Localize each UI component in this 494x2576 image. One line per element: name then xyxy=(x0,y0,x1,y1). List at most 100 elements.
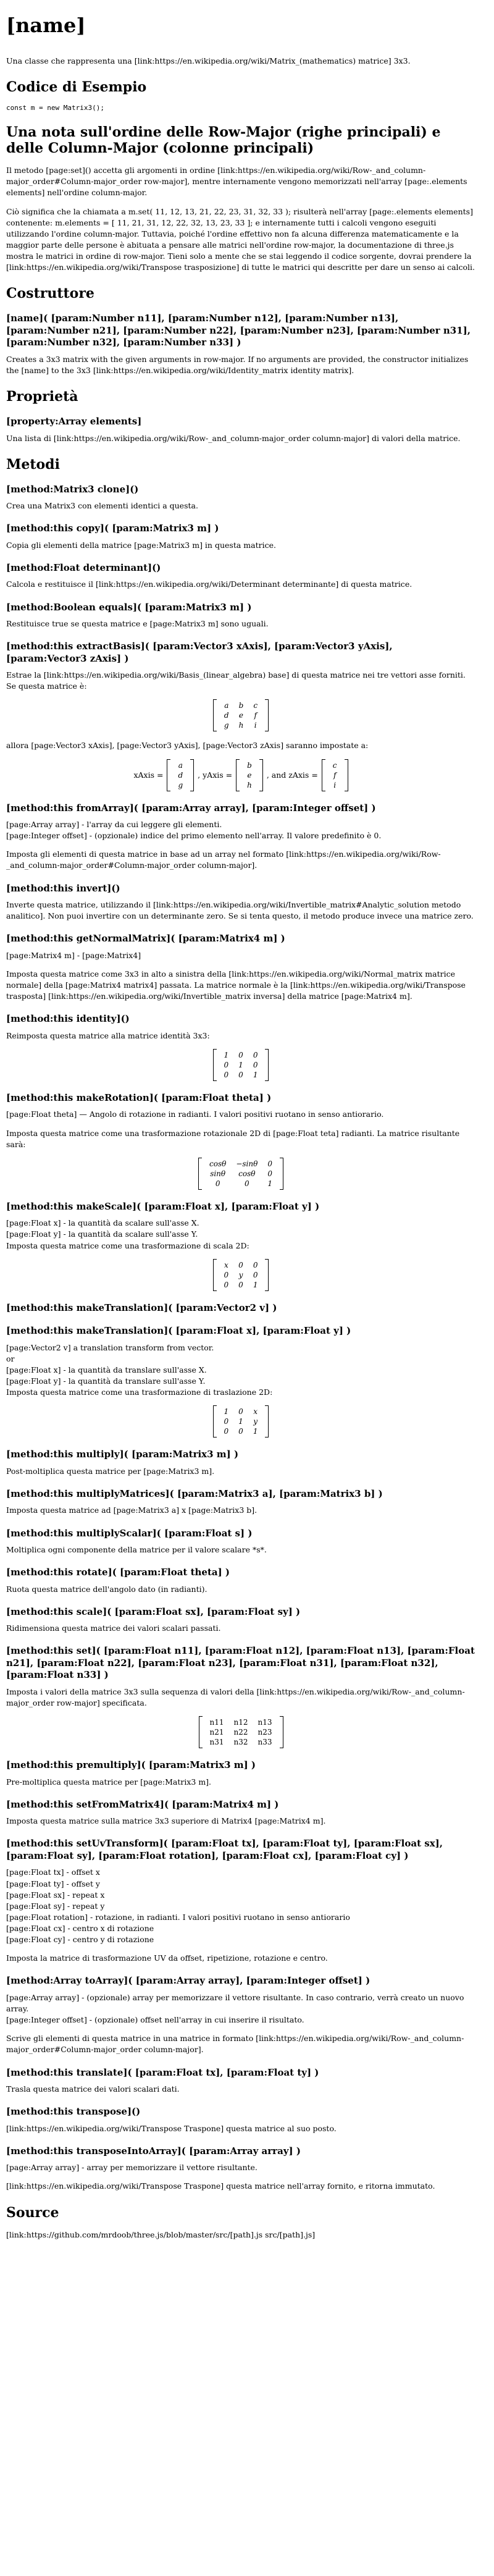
param-y: [page:Float y] - la quantità da scalare … xyxy=(6,1229,198,1239)
vector-cell: d xyxy=(178,770,183,780)
method-setuvtransform-signature: [method:this setUvTransform]( [param:Flo… xyxy=(6,1838,443,1861)
maketranslation-description: Imposta questa matrice come una trasform… xyxy=(6,1387,273,1397)
matrix-cell: n12 xyxy=(233,1718,248,1727)
param-line: [page:Float sx] - repeat x xyxy=(6,1890,105,1900)
method-rotate-signature: [method:this rotate]( [param:Float theta… xyxy=(6,1567,230,1578)
matrix-cell: cosθ xyxy=(209,1159,227,1168)
method-maketranslation-signature-1: [method:this makeTranslation]( [param:Ve… xyxy=(6,1302,277,1313)
matrix-cell: 0 xyxy=(215,1179,220,1188)
matrix-cell: 0 xyxy=(238,1050,243,1059)
intro-text: Una classe che rappresenta una [link:htt… xyxy=(6,56,411,65)
method-fromarray-params: [page:Array array] - l'array da cui legg… xyxy=(6,819,475,841)
matrix-cell: 0 xyxy=(224,1060,229,1069)
method-transposeintoarray-param: [page:Array array] - array per memorizza… xyxy=(6,2163,257,2173)
param-offset: [page:Integer offset] - (opzionale) offs… xyxy=(6,2015,304,2025)
property-elements-signature: [property:Array elements] xyxy=(6,416,142,427)
note-paragraph-1: Il metodo [page:set]() accetta gli argom… xyxy=(6,166,467,198)
param-array: [page:Array array] - (opzionale) array p… xyxy=(6,1992,464,2013)
param-line: [page:Float cy] - centro y di rotazione xyxy=(6,1935,154,1945)
method-determinant-signature: [method:Float determinant]() xyxy=(6,562,161,573)
matrix-cell: 0 xyxy=(224,1070,229,1079)
param-line: [page:Float tx] - offset x xyxy=(6,1867,100,1877)
matrix-cell: 1 xyxy=(238,1417,243,1426)
constructor-heading: Costruttore xyxy=(6,285,94,302)
makescale-description: Imposta questa matrice come una trasform… xyxy=(6,1240,249,1250)
note-heading: Una nota sull'ordine delle Row-Major (ri… xyxy=(6,124,441,157)
matrix-cell: 0 xyxy=(238,1407,243,1416)
matrix-cell: 0 xyxy=(245,1179,249,1188)
matrix-cell: n32 xyxy=(233,1738,248,1747)
matrix-cell: 0 xyxy=(267,1169,272,1178)
or-text: or xyxy=(6,1353,15,1363)
method-toarray-signature: [method:Array toArray]( [param:Array arr… xyxy=(6,1975,371,1987)
method-equals-description: Restituisce true se questa matrice e [pa… xyxy=(6,619,269,628)
code-example-heading: Codice di Esempio xyxy=(6,79,147,96)
param-line: [page:Float rotation] - rotazione, in ra… xyxy=(6,1912,350,1922)
method-extractbasis-description: Estrae la [link:https://en.wikipedia.org… xyxy=(6,670,466,691)
param-y: [page:Float y] - la quantità da translar… xyxy=(6,1376,206,1386)
matrix-cell: n21 xyxy=(209,1728,224,1737)
method-determinant-description: Calcola e restituisce il [link:https://e… xyxy=(6,579,412,589)
matrix-cell: a xyxy=(224,701,229,710)
matrix-cell: 0 xyxy=(253,1060,258,1069)
vector-cell: c xyxy=(332,760,337,770)
matrix-cell: 1 xyxy=(253,1427,258,1436)
param-offset: [page:Integer offset] - (opzionale) indi… xyxy=(6,831,382,841)
method-fromarray-description: Imposta gli elementi di questa matrice i… xyxy=(6,849,441,870)
method-clone-description: Crea una Matrix3 con elementi identici a… xyxy=(6,501,198,511)
matrix-cell: e xyxy=(238,711,244,720)
matrix-cell: sinθ xyxy=(210,1169,226,1178)
method-transposeintoarray-signature: [method:this transposeIntoArray]( [param… xyxy=(6,2145,301,2157)
method-identity-description: Reimposta questa matrice alla matrice id… xyxy=(6,1030,210,1040)
matrix-cell: y xyxy=(253,1417,258,1426)
method-scale-description: Ridimensiona questa matrice dei valori s… xyxy=(6,1623,221,1633)
zaxis-label: , and zAxis = xyxy=(266,770,318,780)
matrix-cell: h xyxy=(238,721,244,730)
xaxis-label: xAxis = xyxy=(133,770,164,780)
method-setuvtransform-description: Imposta la matrice di trasformazione UV … xyxy=(6,1953,328,1963)
method-set-description: Imposta i valori della matrice 3x3 sulla… xyxy=(6,1686,465,1707)
method-toarray-description: Scrive gli elementi di questa matrice in… xyxy=(6,2034,464,2055)
matrix-cell: b xyxy=(238,701,244,710)
method-multiply-signature: [method:this multiply]( [param:Matrix3 m… xyxy=(6,1449,239,1460)
constructor-description: Creates a 3x3 matrix with the given argu… xyxy=(6,354,469,375)
constructor-signature: [name]( [param:Number n11], [param:Numbe… xyxy=(6,313,471,348)
param-x: [page:Float x] - la quantità da translar… xyxy=(6,1365,207,1374)
matrix-cell: 0 xyxy=(224,1427,229,1436)
method-translate-signature: [method:this translate]( [param:Float tx… xyxy=(6,2066,319,2078)
method-invert-description: Inverte questa matrice, utilizzando il [… xyxy=(6,900,474,921)
matrix-cell: n13 xyxy=(257,1718,272,1727)
matrix-cell: n33 xyxy=(257,1738,272,1747)
method-premultiply-signature: [method:this premultiply]( [param:Matrix… xyxy=(6,1759,256,1771)
vector-cell: e xyxy=(247,770,252,780)
param-x: [page:Float x] - la quantità da scalare … xyxy=(6,1218,199,1228)
matrix-cell: 0 xyxy=(253,1270,258,1279)
method-multiply-description: Post-moltiplica questa matrice per [page… xyxy=(6,1466,215,1476)
vector-cell: h xyxy=(247,780,252,789)
matrix-cell: 0 xyxy=(253,1050,258,1059)
source-link[interactable]: [link:https://github.com/mrdoob/three.js… xyxy=(6,2229,316,2239)
matrix-cell: cosθ xyxy=(238,1169,256,1178)
code-example: const m = new Matrix3(); xyxy=(6,104,104,112)
method-multiplymatrices-description: Imposta questa matrice ad [page:Matrix3 … xyxy=(6,1505,257,1515)
matrix-cell: x xyxy=(224,1260,228,1269)
vector-cell: b xyxy=(247,760,252,770)
method-getnormalmatrix-description: Imposta questa matrice come 3x3 in alto … xyxy=(6,969,466,1001)
matrix-cell: 1 xyxy=(224,1050,229,1059)
matrix-cell: 1 xyxy=(253,1280,258,1289)
method-makerotation-description: Imposta questa matrice come una trasform… xyxy=(6,1128,460,1149)
matrix-cell: 0 xyxy=(238,1070,243,1079)
matrix-cell: c xyxy=(253,701,258,710)
